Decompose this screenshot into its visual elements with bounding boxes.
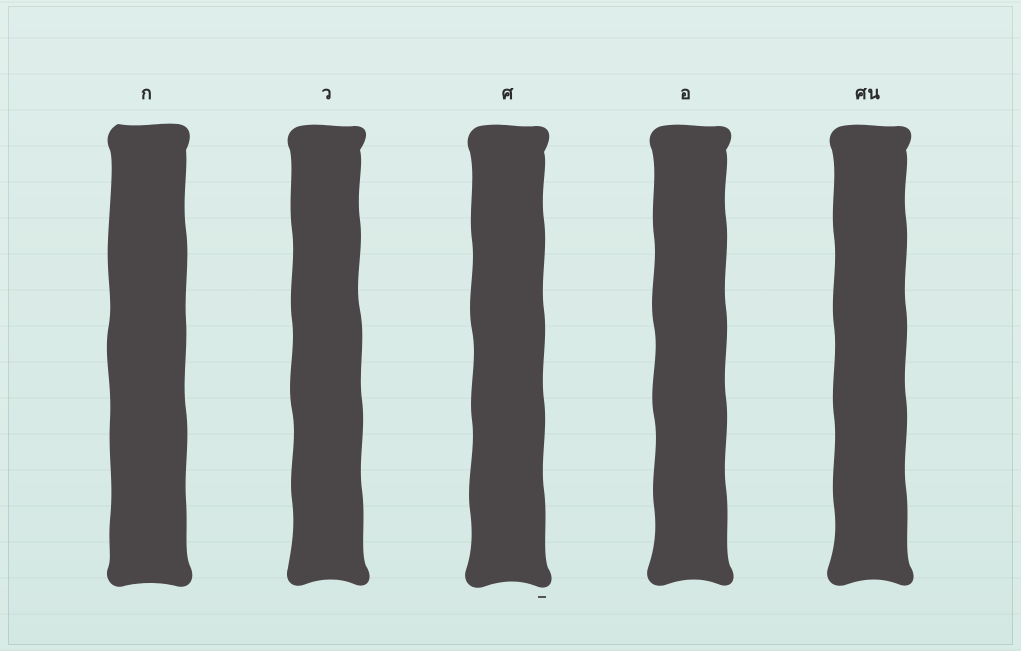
bar-5 xyxy=(827,125,913,586)
bar-1 xyxy=(107,124,192,587)
bar-2 xyxy=(287,125,370,586)
bar-3 xyxy=(465,125,551,588)
small-mark xyxy=(538,596,546,598)
bar-4 xyxy=(647,125,733,586)
